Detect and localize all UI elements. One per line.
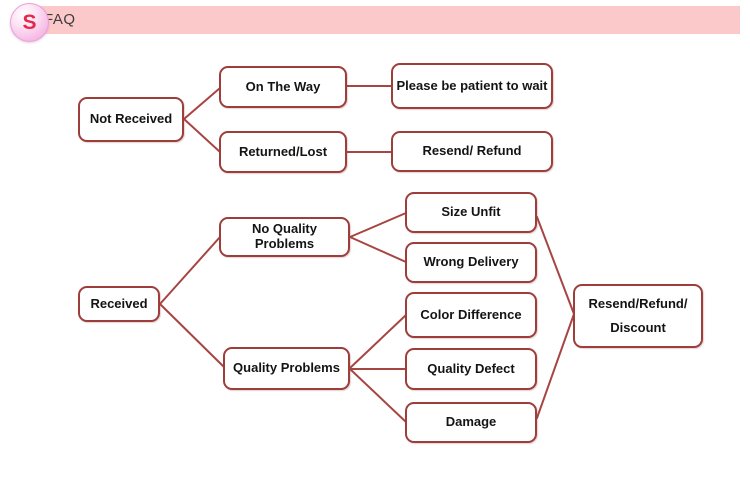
edge-qp-colordifference — [349, 314, 407, 369]
page-title: FAQ — [44, 11, 76, 28]
node-size-unfit: Size Unfit — [405, 192, 537, 233]
edge-notreceived-ontheway — [183, 87, 221, 120]
node-quality-defect: Quality Defect — [405, 348, 537, 390]
edge-sizeunfit-resenddiscount — [536, 216, 575, 315]
edge-received-noqualityproblems — [159, 236, 221, 305]
edge-received-qualityproblems — [159, 303, 226, 369]
node-not-received: Not Received — [78, 97, 184, 142]
node-returned-lost: Returned/Lost — [219, 131, 347, 173]
node-color-difference: Color Difference — [405, 292, 537, 338]
node-wrong-delivery: Wrong Delivery — [405, 242, 537, 283]
edge-qp-damage — [349, 368, 407, 423]
node-resend-refund-discount-line2: Discount — [610, 319, 666, 335]
edge-nqp-wrongdelivery — [349, 236, 407, 263]
edge-notreceived-returnedlost — [183, 118, 221, 153]
header-bar — [20, 6, 740, 34]
logo-letter: S — [22, 11, 37, 34]
node-please-be-patient: Please be patient to wait — [391, 63, 553, 109]
node-received: Received — [78, 286, 160, 322]
edge-nqp-sizeunfit — [349, 212, 407, 238]
edge-damage-resenddiscount — [536, 313, 575, 419]
logo-badge: S — [10, 3, 49, 42]
node-quality-problems: Quality Problems — [223, 347, 350, 390]
node-no-quality-problems: No Quality Problems — [219, 217, 350, 257]
node-resend-refund: Resend/ Refund — [391, 131, 553, 172]
node-on-the-way: On The Way — [219, 66, 347, 108]
node-damage: Damage — [405, 402, 537, 443]
node-resend-refund-discount-line1: Resend/Refund/ — [588, 295, 688, 311]
node-resend-refund-discount: Resend/Refund/ Discount — [573, 284, 703, 348]
